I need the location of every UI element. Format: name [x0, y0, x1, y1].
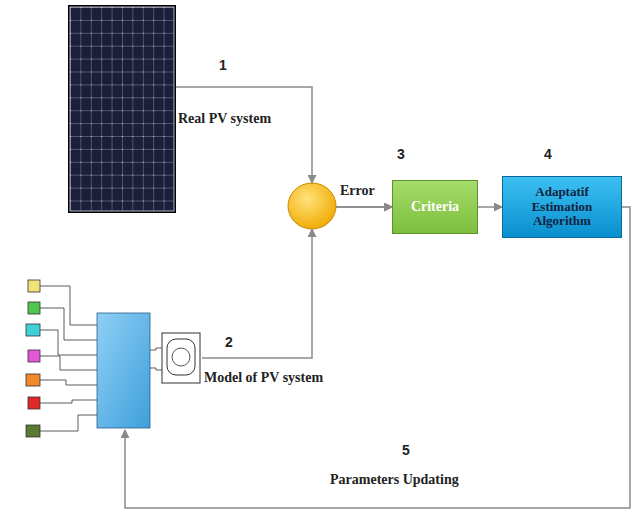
callout-number: 1	[219, 57, 227, 73]
wire	[150, 368, 162, 370]
process-box: Criteria	[392, 180, 478, 234]
wire	[150, 348, 162, 350]
connector-arrow	[125, 207, 630, 508]
wire	[40, 380, 97, 385]
constant-block	[26, 425, 40, 437]
connector-line	[125, 207, 630, 508]
scope-dial	[172, 348, 190, 366]
subsystem-block	[97, 313, 150, 428]
connector-line	[478, 206, 502, 208]
scope-screen	[167, 339, 195, 375]
connector-line	[176, 87, 312, 183]
panel-frame	[68, 5, 176, 213]
callout-number: 3	[397, 146, 405, 162]
connector-line	[336, 206, 392, 208]
wire	[40, 415, 97, 431]
connector-arrow	[478, 207, 502, 208]
simulink-model-picture	[26, 280, 200, 437]
edge-label: Parameters Updating	[330, 472, 459, 488]
node-caption: Model of PV system	[204, 370, 323, 386]
panel-edge	[70, 7, 174, 211]
pv-model: Model of PV system	[96, 312, 202, 430]
constant-block	[28, 302, 40, 314]
pv-panel-picture	[68, 5, 176, 213]
wire	[40, 308, 97, 340]
scope-block	[162, 333, 200, 383]
signal-name: Error	[340, 183, 375, 199]
callout-number: 5	[402, 442, 410, 458]
box-text: Adaptatif Estimation Algorithm	[509, 185, 615, 230]
connector-line	[336, 206, 392, 208]
wire	[40, 330, 97, 355]
callout-number: 4	[544, 146, 552, 162]
constant-block	[28, 397, 40, 409]
wire	[40, 400, 97, 403]
pv-panel: Real PV system	[68, 5, 176, 213]
connector-arrow	[202, 207, 392, 358]
wire	[40, 286, 97, 325]
panel-cells	[70, 7, 174, 211]
wire	[40, 356, 97, 370]
node-caption: Real PV system	[178, 111, 271, 127]
constant-block	[28, 350, 40, 362]
process-box: Adaptatif Estimation Algorithm	[502, 176, 622, 238]
connector-line	[202, 229, 312, 358]
constant-block	[26, 324, 40, 336]
summing-junction	[288, 183, 336, 229]
constant-block	[26, 374, 40, 386]
connector-arrow	[176, 87, 392, 207]
box-text: Criteria	[411, 199, 459, 215]
constant-block	[28, 280, 40, 292]
callout-number: 2	[225, 334, 233, 350]
